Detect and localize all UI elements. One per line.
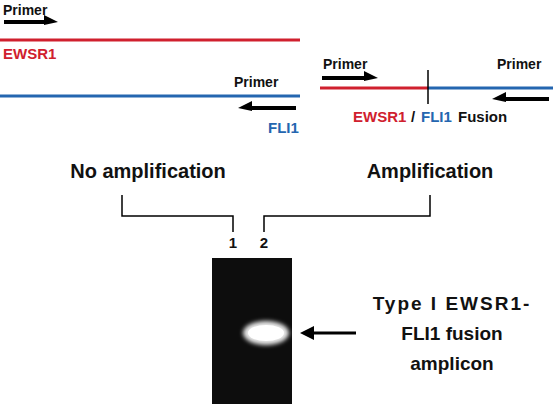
lane-bracket <box>122 195 233 232</box>
primer-arrow <box>322 76 366 80</box>
breakpoint-tick <box>427 70 429 104</box>
lane-number: 1 <box>229 234 237 251</box>
primer-label: Primer <box>234 74 278 90</box>
primer-arrow <box>4 20 46 24</box>
primer-label: Primer <box>3 2 47 18</box>
primer-arrow <box>504 97 549 101</box>
primer-arrow-head <box>238 101 252 111</box>
fli1-strand <box>0 95 300 98</box>
ewsr1-strand <box>0 39 300 42</box>
fusion-fli1-part <box>428 87 553 90</box>
primer-arrow <box>250 106 296 110</box>
primer-arrow-head <box>364 71 378 81</box>
gene-label: FLI1 <box>421 108 452 125</box>
gel-image <box>212 258 292 404</box>
gene-label: FLI1 <box>268 119 299 136</box>
primer-label: Primer <box>497 56 541 72</box>
gel-band <box>243 321 289 345</box>
gene-label: EWSR1 <box>353 108 406 125</box>
fusion-label: Fusion <box>458 108 507 125</box>
band-annotation: Type I EWSR1-FLI1 fusion amplicon <box>372 289 532 379</box>
lane-number: 2 <box>260 234 268 251</box>
outcome-label: Amplification <box>367 160 494 183</box>
separator-label: / <box>411 108 415 125</box>
pointer-arrow-head <box>300 326 314 340</box>
fusion-ewsr1-part <box>320 87 428 90</box>
primer-label: Primer <box>323 56 367 72</box>
gel-band-core <box>248 325 284 341</box>
lane-bracket <box>264 195 430 232</box>
pointer-arrow <box>312 332 356 335</box>
outcome-label: No amplification <box>70 160 226 183</box>
primer-arrow-head <box>492 92 506 102</box>
gene-label: EWSR1 <box>3 45 56 62</box>
